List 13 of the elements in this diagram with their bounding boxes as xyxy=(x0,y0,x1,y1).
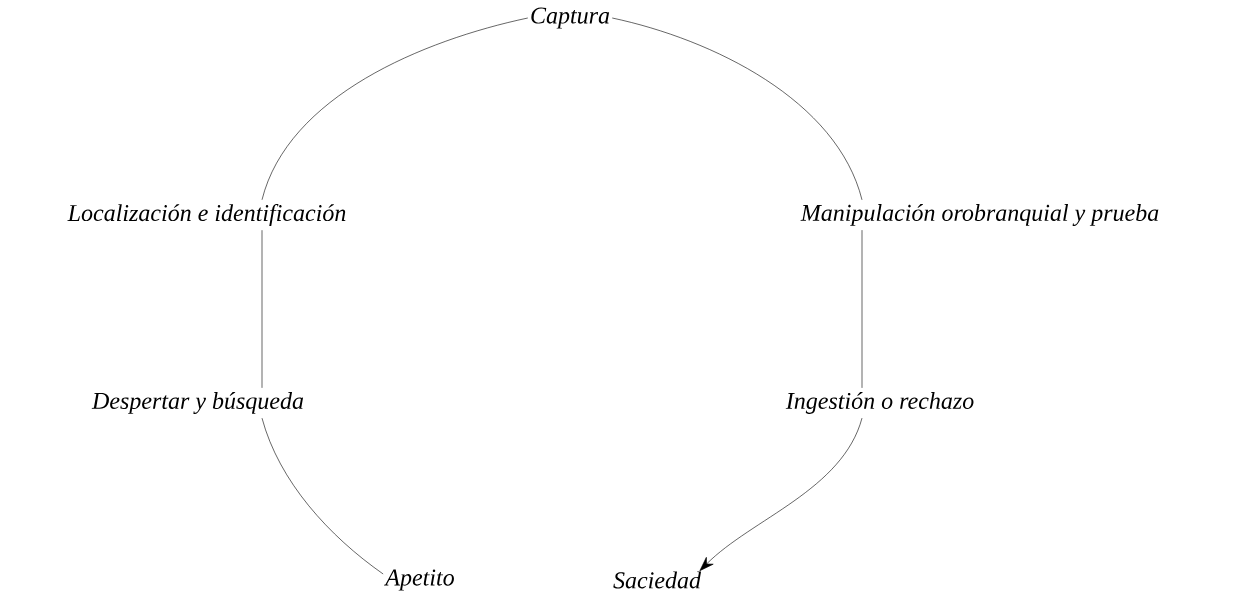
cycle-arc xyxy=(261,17,529,201)
stage-label: Despertar y búsqueda xyxy=(91,392,304,414)
cycle-arc xyxy=(261,229,263,389)
cycle-arc xyxy=(699,417,863,571)
stage-label: Localización e identificación xyxy=(67,204,346,226)
cycle-arc xyxy=(861,229,863,389)
stage-label: Saciedad xyxy=(613,571,702,589)
stage-label: Ingestión o rechazo xyxy=(785,392,974,414)
stage-label: Apetito xyxy=(384,569,454,591)
cycle-arc xyxy=(261,417,384,575)
cycle-arc xyxy=(611,17,863,201)
stage-label: Manipulación orobranquial y prueba xyxy=(800,204,1159,226)
stage-label: Captura xyxy=(531,7,610,29)
